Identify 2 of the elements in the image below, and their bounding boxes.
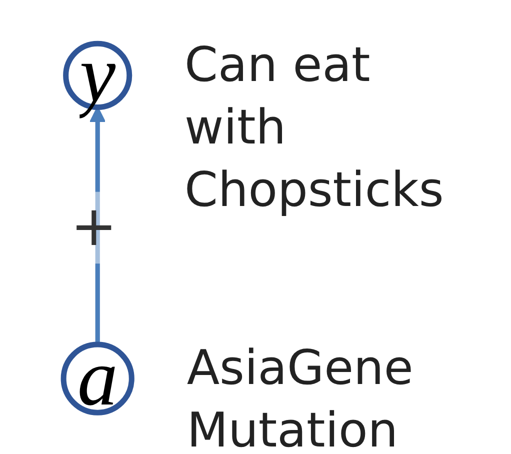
node-caption: AsiaGene Mutation xyxy=(186,341,414,454)
node-caption: Can eat with Chopsticks xyxy=(184,38,444,218)
